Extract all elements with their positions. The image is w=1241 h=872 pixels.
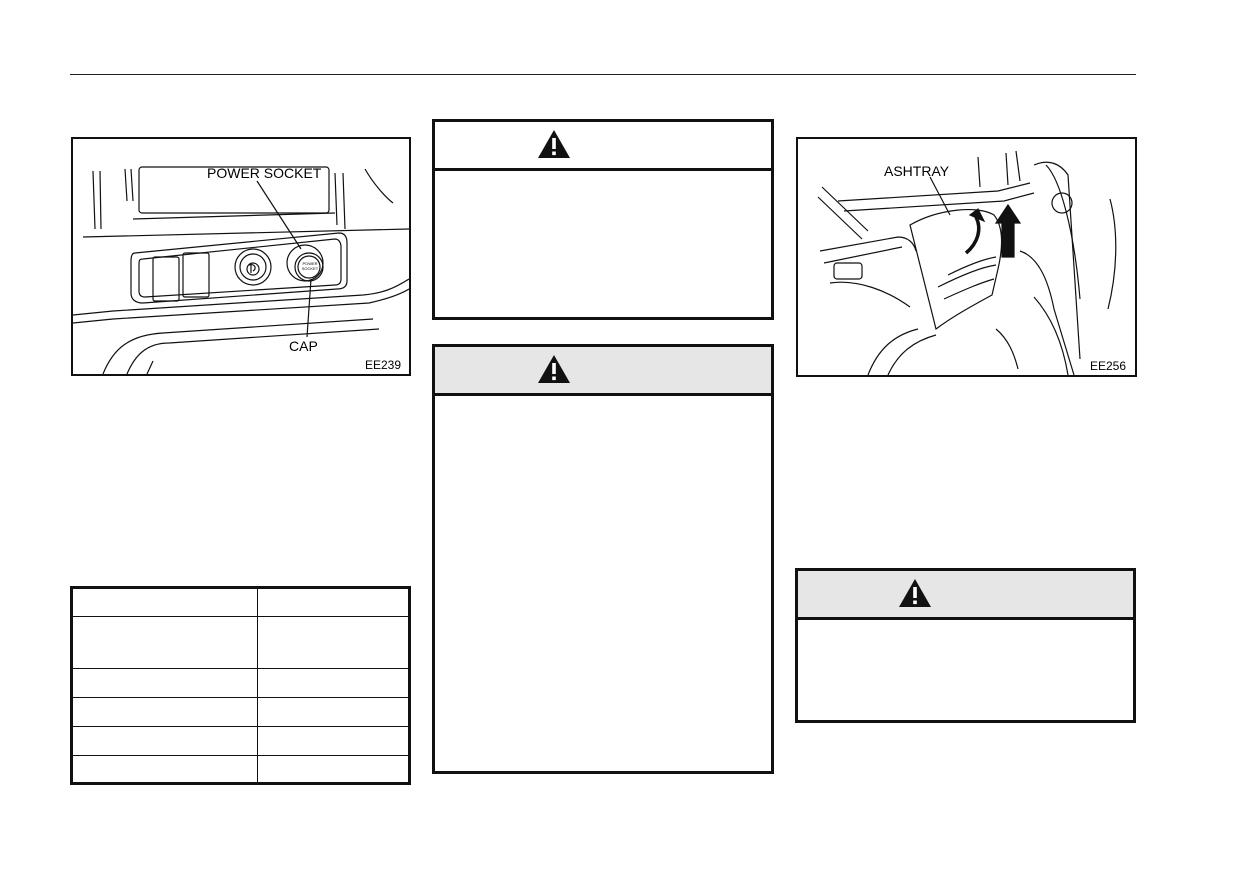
warning-header [435,122,771,171]
ashtray-figure: ASHTRAY EE256 [796,137,1137,377]
ashtray-illustration [817,150,1117,375]
table-row [71,697,410,727]
table-cell [71,697,258,727]
table-cell [257,755,410,784]
figure-code: EE256 [1090,359,1127,373]
warning-triangle-icon [538,130,570,158]
power-socket-callout: POWER SOCKET [207,165,322,181]
power-socket-illustration [73,166,409,374]
table-row [71,587,410,617]
table-cell [71,616,258,669]
warning-header [435,347,771,396]
table-cell [257,668,410,698]
table-cell [71,726,258,756]
table-row [71,668,410,698]
warning-triangle-icon [538,355,570,383]
table-cell [71,587,258,617]
warning-box [795,568,1136,723]
warning-box [432,344,774,774]
table-cell [257,726,410,756]
cap-callout: CAP [289,338,318,354]
table-cell [71,755,258,784]
table-cell [257,587,410,617]
socket-face-label: POWER SOCKET [301,261,319,271]
spec-table [70,586,411,785]
table-row [71,726,410,756]
power-socket-figure: POWER SOCKET POWER SOCKET CAP EE239 [71,137,411,376]
table-row [71,755,410,784]
warning-box [432,119,774,320]
table-cell [71,668,258,698]
table-row [71,616,410,669]
table-cell [257,616,410,669]
warning-triangle-icon [899,579,931,607]
ashtray-callout: ASHTRAY [884,163,950,179]
figure-code: EE239 [365,358,402,372]
top-rule [70,74,1136,75]
table-cell [257,697,410,727]
warning-header [798,571,1133,620]
